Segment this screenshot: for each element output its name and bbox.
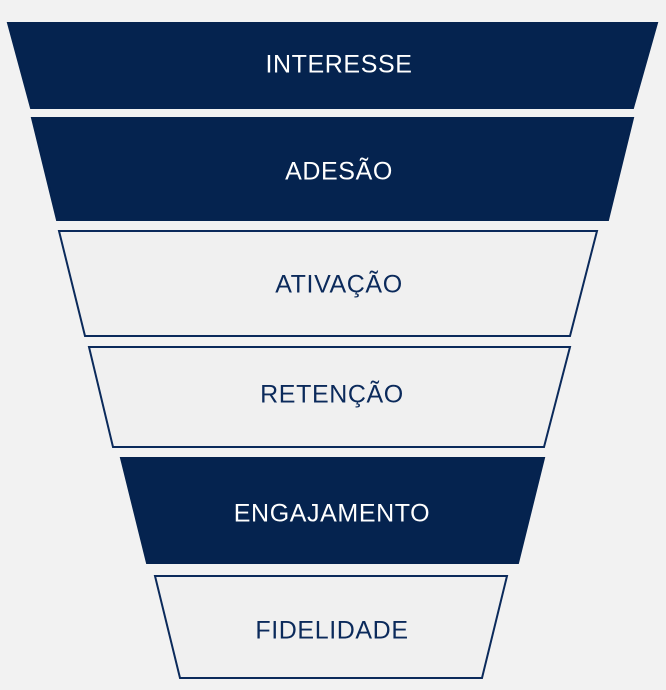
funnel-stage-label-retencao: RETENÇÃO: [260, 380, 404, 409]
funnel-stage-shape-fidelidade[interactable]: [153, 575, 509, 679]
funnel-stage-label-ativacao: ATIVAÇÃO: [275, 270, 403, 299]
funnel-stage-label-adesao: ADESÃO: [285, 157, 393, 186]
funnel-stage-shape-engajamento[interactable]: [119, 457, 546, 564]
funnel-stage-engajamento[interactable]: ENGAJAMENTO: [119, 457, 546, 564]
funnel-stage-shape-interesse[interactable]: [6, 22, 659, 109]
funnel-stage-adesao[interactable]: ADESÃO: [30, 117, 635, 221]
funnel-stage-retencao[interactable]: RETENÇÃO: [87, 346, 572, 448]
funnel-stage-label-engajamento: ENGAJAMENTO: [234, 500, 430, 528]
funnel-stage-interesse[interactable]: INTERESSE: [6, 22, 659, 109]
funnel-stage-shape-adesao[interactable]: [30, 117, 635, 221]
funnel-stage-fidelidade[interactable]: FIDELIDADE: [153, 575, 509, 679]
funnel-stage-shape-retencao[interactable]: [87, 346, 572, 448]
funnel-stage-label-fidelidade: FIDELIDADE: [255, 617, 408, 645]
funnel-stage-label-interesse: INTERESSE: [265, 51, 412, 79]
funnel-stage-ativacao[interactable]: ATIVAÇÃO: [57, 230, 599, 337]
funnel-stage-shape-ativacao[interactable]: [57, 230, 599, 337]
